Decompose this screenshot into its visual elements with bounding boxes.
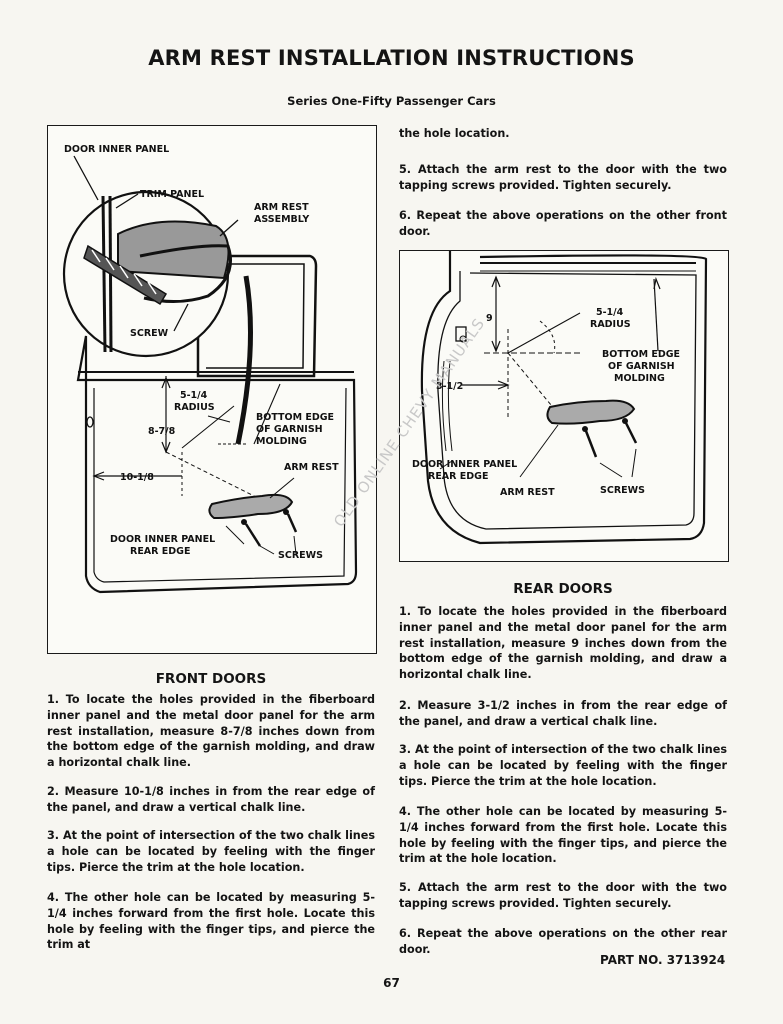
- label-screw: SCREW: [130, 328, 169, 339]
- label-screws: SCREWS: [600, 485, 645, 496]
- label-rear-edge-1: DOOR INNER PANEL: [412, 459, 517, 470]
- front-step-6: 6. Repeat the above operations on the ot…: [399, 209, 727, 238]
- rear-step-1: 1. To locate the holes provided in the f…: [399, 605, 727, 682]
- label-dim-8-7-8: 8-7/8: [148, 426, 176, 437]
- label-arm-rest: ARM REST: [284, 462, 339, 473]
- front-door-figure: DOOR INNER PANEL TRIM PANEL ARM REST ASS…: [47, 125, 377, 654]
- page-number: 67: [383, 976, 400, 990]
- rear-step-5: 5. Attach the arm rest to the door with …: [399, 881, 727, 910]
- label-rear-edge-2: REAR EDGE: [130, 546, 190, 557]
- front-step-4: 4. The other hole can be located by meas…: [47, 891, 375, 952]
- rear-step-2: 2. Measure 3-1/2 inches in from the rear…: [399, 699, 727, 728]
- page-title: ARM REST INSTALLATION INSTRUCTIONS: [148, 46, 635, 70]
- label-arm-rest-assembly-2: ASSEMBLY: [254, 214, 309, 225]
- label-rear-edge-2: REAR EDGE: [428, 471, 488, 482]
- label-arm-rest: ARM REST: [500, 487, 555, 498]
- label-bottom-edge-3: MOLDING: [614, 373, 665, 384]
- rear-doors-heading: REAR DOORS: [513, 581, 613, 597]
- label-bottom-edge-2: OF GARNISH: [256, 424, 323, 435]
- label-dim-10-1-8: 10-1/8: [120, 472, 154, 483]
- label-arm-rest-assembly-1: ARM REST: [254, 202, 309, 213]
- part-number: PART NO. 3713924: [600, 953, 726, 967]
- label-radius-value: 5-1/4: [180, 390, 208, 401]
- label-bottom-edge-1: BOTTOM EDGE: [256, 412, 334, 423]
- label-radius: RADIUS: [590, 319, 631, 330]
- label-trim-panel: TRIM PANEL: [140, 189, 204, 200]
- label-rear-edge-1: DOOR INNER PANEL: [110, 534, 215, 545]
- rear-step-6: 6. Repeat the above operations on the ot…: [399, 927, 727, 956]
- label-bottom-edge-3: MOLDING: [256, 436, 307, 447]
- front-step-3: 3. At the point of intersection of the t…: [47, 829, 375, 874]
- rear-door-figure: 9 5-1/4 RADIUS BOTTOM EDGE OF GARNISH MO…: [399, 250, 729, 562]
- label-dim-9: 9: [486, 313, 493, 324]
- label-radius-value: 5-1/4: [596, 307, 624, 318]
- rear-step-4: 4. The other hole can be located by meas…: [399, 805, 727, 866]
- front-step-2: 2. Measure 10-1/8 inches in from the rea…: [47, 785, 375, 814]
- front-door-diagram: DOOR INNER PANEL TRIM PANEL ARM REST ASS…: [62, 144, 358, 594]
- label-bottom-edge-1: BOTTOM EDGE: [602, 349, 680, 360]
- front-step-5: 5. Attach the arm rest to the door with …: [399, 163, 727, 192]
- label-door-inner-panel: DOOR INNER PANEL: [64, 144, 169, 155]
- label-radius: RADIUS: [174, 402, 215, 413]
- label-bottom-edge-2: OF GARNISH: [608, 361, 675, 372]
- front-step-4-continued: the hole location.: [399, 127, 510, 140]
- rear-step-3: 3. At the point of intersection of the t…: [399, 743, 727, 788]
- front-step-1: 1. To locate the holes provided in the f…: [47, 693, 375, 770]
- label-screws: SCREWS: [278, 550, 323, 561]
- page-subtitle: Series One-Fifty Passenger Cars: [287, 94, 496, 108]
- label-dim-3-1-2: 3-1/2: [436, 381, 463, 392]
- rear-door-diagram: 9 5-1/4 RADIUS BOTTOM EDGE OF GARNISH MO…: [412, 251, 708, 545]
- front-doors-heading: FRONT DOORS: [155, 671, 267, 687]
